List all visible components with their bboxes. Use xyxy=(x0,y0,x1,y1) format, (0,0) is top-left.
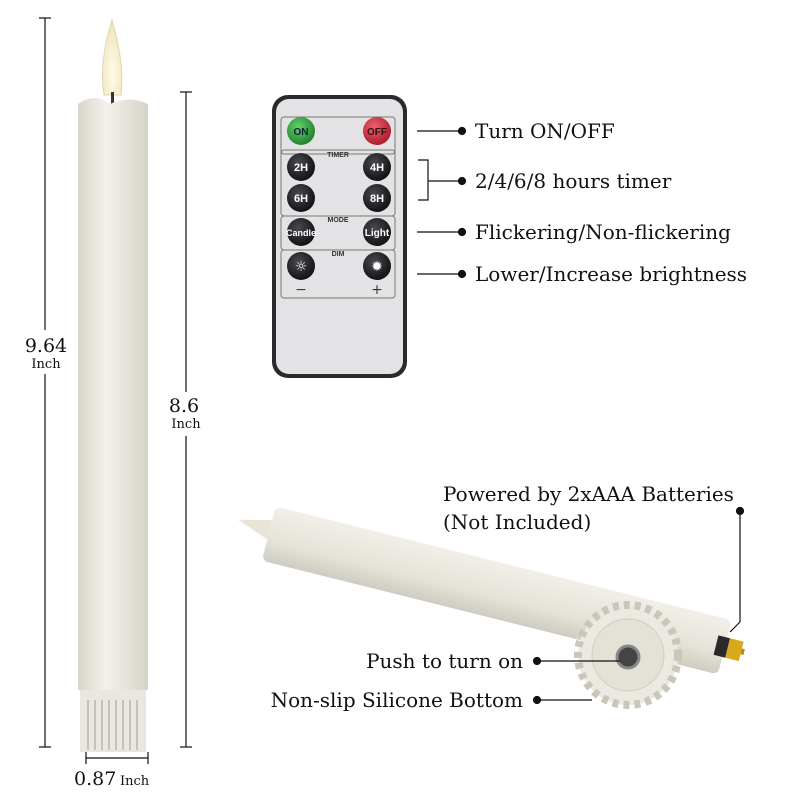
off-button[interactable]: OFF xyxy=(363,117,391,145)
candle-mode-button[interactable]: Candle xyxy=(286,218,316,246)
battery xyxy=(713,635,745,662)
callout-bottom: Non-slip Silicone Bottom xyxy=(271,688,523,712)
lower-callout-lines xyxy=(532,506,745,705)
remote-callout-lines xyxy=(417,126,467,279)
flame-icon xyxy=(101,18,123,96)
sun-outline-icon: ☼ xyxy=(295,259,308,275)
timer-6h-label: 6H xyxy=(294,193,308,205)
silicone-bottom xyxy=(574,601,682,709)
standing-candle xyxy=(78,18,148,752)
diameter-unit: Inch xyxy=(120,774,150,789)
minus-label: − xyxy=(295,282,307,298)
power-button[interactable] xyxy=(615,644,641,670)
dim-down-button[interactable]: ☼ xyxy=(287,252,315,280)
body-height-value: 8.6 xyxy=(169,395,199,417)
timer-section-label: TIMER xyxy=(327,152,349,159)
light-mode-button[interactable]: Light xyxy=(363,218,391,246)
timer-8h-label: 8H xyxy=(370,193,384,205)
total-height-unit: Inch xyxy=(31,357,61,372)
candle-label: Candle xyxy=(286,228,316,238)
mode-section-label: MODE xyxy=(328,217,349,224)
lying-candle xyxy=(238,507,745,709)
candle-base xyxy=(80,690,146,752)
callout-battery-line2: (Not Included) xyxy=(443,510,591,534)
dim-up-button[interactable]: ✹ xyxy=(363,252,391,280)
callout-battery-line1: Powered by 2xAAA Batteries xyxy=(443,482,734,506)
body-height-unit: Inch xyxy=(171,417,201,432)
timer-2h-button[interactable]: 2H xyxy=(287,153,315,181)
sun-filled-icon: ✹ xyxy=(371,259,383,275)
callout-on-off: Turn ON/OFF xyxy=(475,119,615,143)
timer-4h-label: 4H xyxy=(370,162,384,174)
callout-dim: Lower/Increase brightness xyxy=(475,262,747,286)
callout-push: Push to turn on xyxy=(366,649,523,673)
remote-control: TIMER MODE DIM ON OFF 2H 4H 6H 8H Candle… xyxy=(272,95,407,378)
total-height-value: 9.64 xyxy=(25,335,67,357)
timer-4h-button[interactable]: 4H xyxy=(363,153,391,181)
light-label: Light xyxy=(365,228,390,239)
timer-8h-button[interactable]: 8H xyxy=(363,184,391,212)
plus-label: + xyxy=(371,282,383,298)
callout-timer: 2/4/6/8 hours timer xyxy=(475,169,672,193)
off-label: OFF xyxy=(367,127,387,138)
timer-2h-label: 2H xyxy=(294,162,308,174)
on-button[interactable]: ON xyxy=(287,117,315,145)
timer-6h-button[interactable]: 6H xyxy=(287,184,315,212)
on-label: ON xyxy=(294,127,309,138)
callout-mode: Flickering/Non-flickering xyxy=(475,220,731,244)
dim-section-label: DIM xyxy=(332,251,345,258)
diameter-value: 0.87 xyxy=(74,768,116,790)
